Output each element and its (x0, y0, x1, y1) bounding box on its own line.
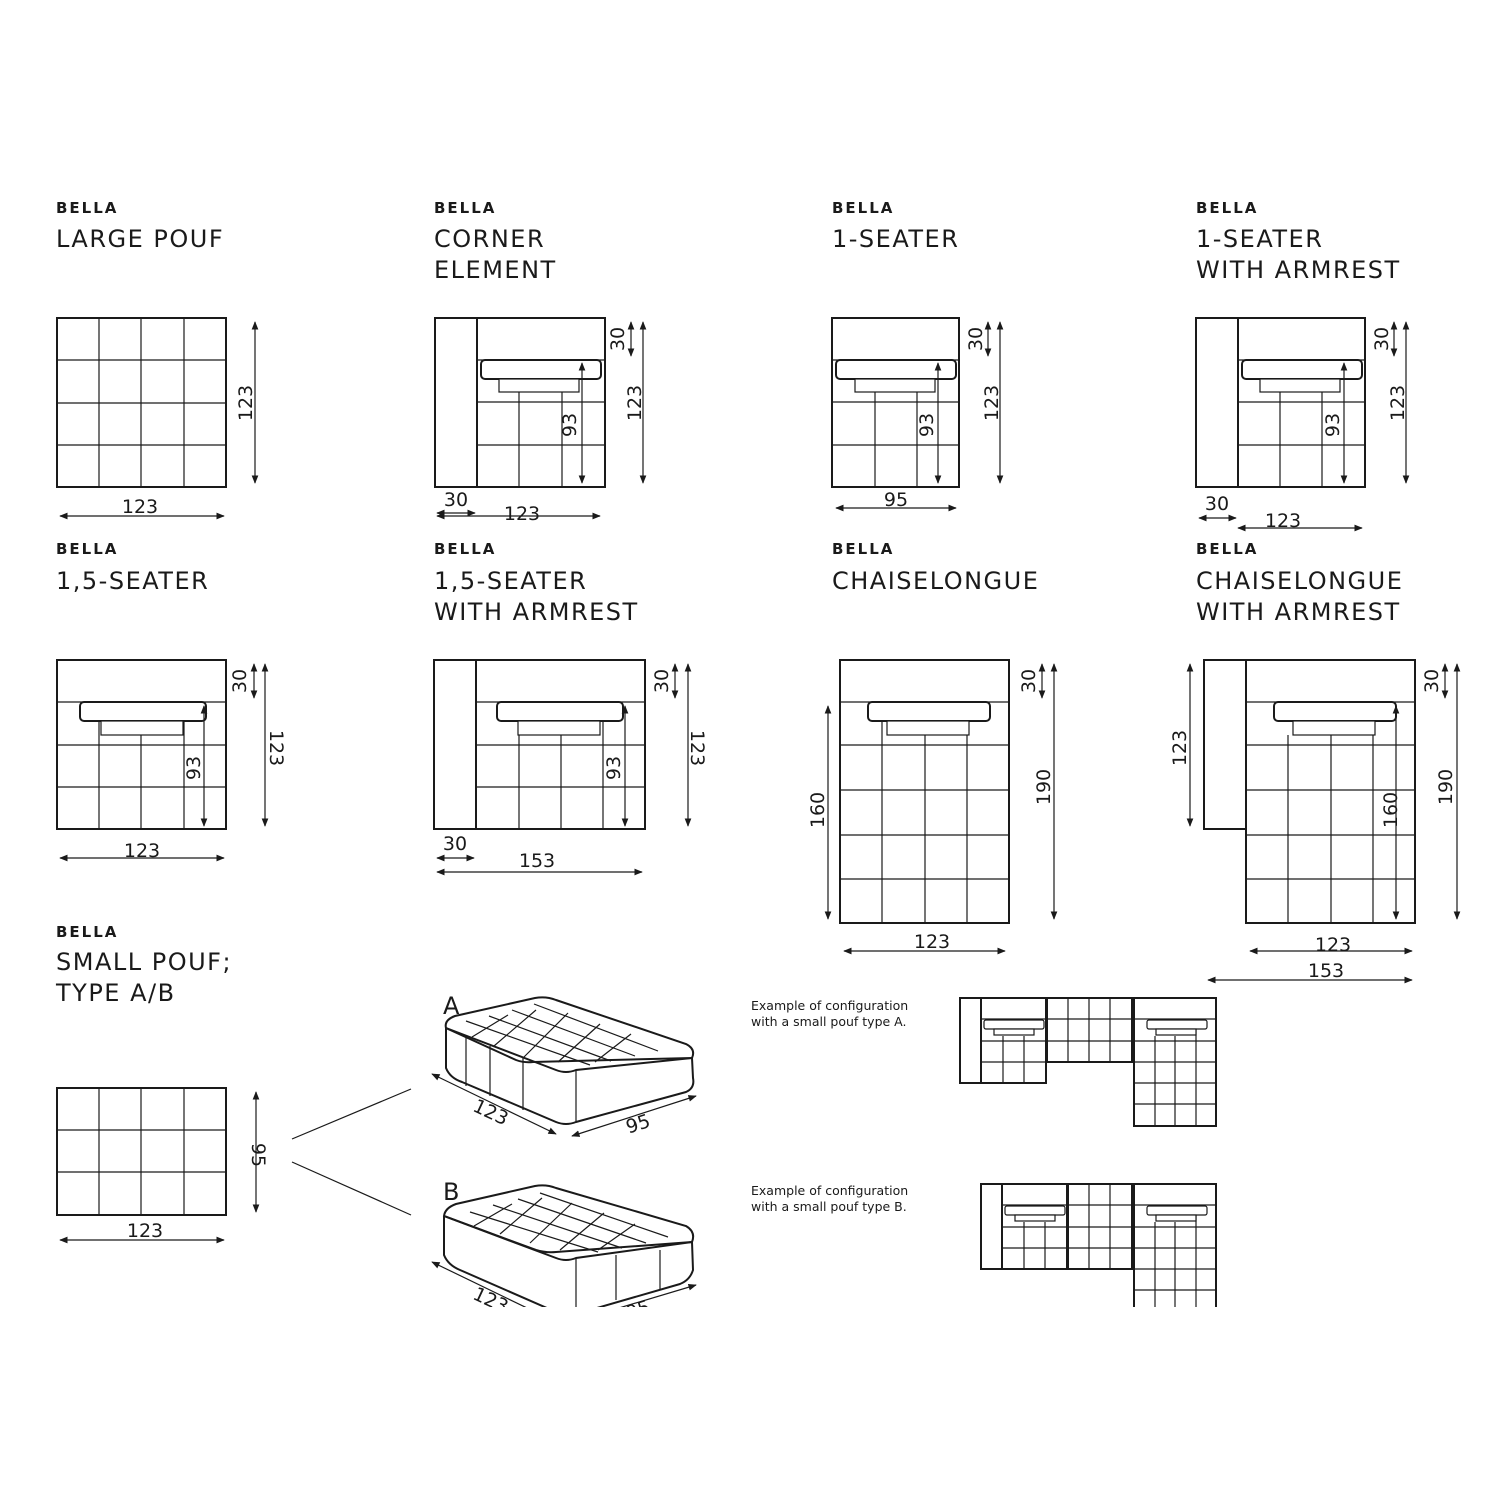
chaiselongue-armrest-plan: 123 153 123 30 160 190 (1169, 659, 1461, 984)
dim-label: 123 (124, 840, 160, 862)
pouf-type-a-illustration: A 123 95 (431, 992, 697, 1138)
dim-label: 123 (122, 496, 158, 518)
dim-label: 95 (623, 1296, 653, 1324)
brand-label: BELLA (832, 540, 895, 558)
dim-label: 123 (469, 1283, 511, 1318)
product-title-chaiselongue: CHAISELONGUE (832, 567, 1040, 595)
dim-label: 153 (1308, 960, 1344, 982)
dim-label: 123 (235, 385, 257, 421)
dim-label: 95 (884, 489, 908, 511)
brand-label: BELLA (832, 199, 895, 217)
dim-label: 30 (965, 327, 987, 351)
dim-label: 190 (1435, 769, 1457, 805)
product-title-small-pouf: SMALL POUF; TYPE A/B (56, 948, 233, 1007)
dim-label: 30 (443, 833, 467, 855)
dim-label: 123 (981, 385, 1003, 421)
pouf-type-b-illustration: B 123 95 (431, 1178, 697, 1324)
configuration-note-b: Example of configuration with a small po… (751, 1183, 909, 1214)
dim-label: 123 (1265, 510, 1301, 532)
dim-label: 30 (1018, 669, 1040, 693)
dim-label: 123 (265, 730, 287, 766)
dim-label: 190 (1033, 769, 1055, 805)
dim-label: 93 (603, 756, 625, 780)
dim-label: 123 (504, 503, 540, 525)
dim-label: 123 (1315, 934, 1351, 956)
product-title-corner-element: CORNER ELEMENT (434, 225, 557, 284)
corner-element-plan: 30 123 30 93 123 (434, 317, 647, 525)
dim-label: 123 (1169, 730, 1191, 766)
dim-label: 93 (1322, 413, 1344, 437)
pouf-type-letter: B (443, 1178, 459, 1206)
dim-label: 30 (607, 327, 629, 351)
product-title-1-5-seater: 1,5-SEATER (56, 567, 210, 595)
brand-label: BELLA (1196, 540, 1259, 558)
configuration-b-plan (980, 1183, 1217, 1307)
configuration-a-plan (959, 997, 1217, 1127)
product-title-chaiselongue-armrest: CHAISELONGUE WITH ARMREST (1196, 567, 1404, 626)
product-title-1-seater-armrest: 1-SEATER WITH ARMREST (1196, 225, 1401, 284)
dim-label: 123 (624, 385, 646, 421)
pouf-type-letter: A (443, 992, 460, 1020)
one-seater-armrest-plan: 30 123 30 93 123 (1195, 317, 1410, 532)
dim-label: 160 (807, 792, 829, 828)
dim-label: 153 (519, 850, 555, 872)
dim-label: 123 (127, 1220, 163, 1242)
dim-label: 160 (1380, 792, 1402, 828)
dim-label: 123 (914, 931, 950, 953)
one-half-seater-plan: 123 30 93 123 (56, 659, 287, 862)
product-title-1-5-seater-armrest: 1,5-SEATER WITH ARMREST (434, 567, 639, 626)
dim-label: 95 (623, 1110, 653, 1138)
dim-label: 30 (1371, 327, 1393, 351)
dim-label: 123 (1387, 385, 1409, 421)
product-title-1-seater: 1-SEATER (832, 225, 960, 253)
dim-label: 30 (651, 669, 673, 693)
dim-label: 95 (247, 1143, 269, 1167)
dim-label: 30 (1205, 493, 1229, 515)
small-pouf-plan: 123 95 (56, 1087, 412, 1244)
dim-label: 30 (229, 669, 251, 693)
dim-label: 93 (916, 413, 938, 437)
brand-label: BELLA (434, 540, 497, 558)
configuration-note-a: Example of configuration with a small po… (751, 998, 909, 1029)
product-title-large-pouf: LARGE POUF (56, 225, 225, 253)
brand-label: BELLA (56, 923, 119, 941)
brand-label: BELLA (1196, 199, 1259, 217)
dim-label: 93 (183, 756, 205, 780)
one-half-seater-armrest-plan: 30 153 30 93 123 (433, 659, 708, 876)
brand-label: BELLA (56, 540, 119, 558)
dim-label: 30 (1421, 669, 1443, 693)
dim-label: 123 (686, 730, 708, 766)
chaiselongue-plan: 123 160 30 190 (807, 659, 1058, 955)
one-seater-plan: 95 30 93 123 (831, 317, 1004, 512)
brand-label: BELLA (434, 199, 497, 217)
dim-label: 93 (559, 413, 581, 437)
dim-label: 30 (444, 489, 468, 511)
large-pouf-plan: 123 123 (56, 317, 259, 520)
brand-label: BELLA (56, 199, 119, 217)
